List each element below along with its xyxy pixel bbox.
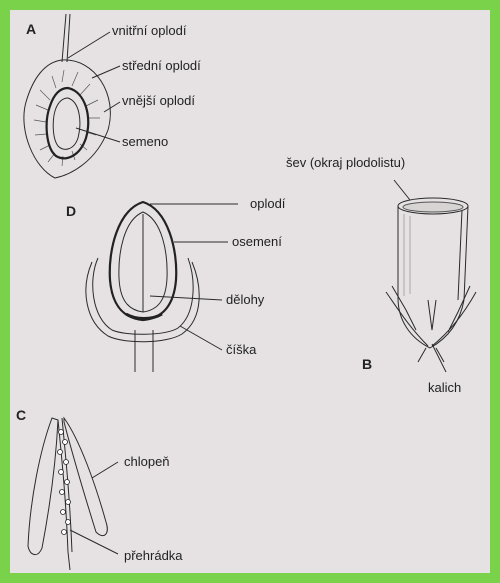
label-delohy: dělohy [226, 292, 265, 307]
leader-vnejsi [104, 102, 120, 112]
siliqua-diagram [28, 418, 118, 570]
nut-stalk [135, 330, 153, 372]
exocarp-outline [24, 60, 110, 178]
panel-letter-d: D [66, 203, 76, 219]
label-vnejsi-oplodi: vnější oplodí [122, 93, 195, 108]
drupe-stalk [62, 14, 70, 62]
panel-letter-a: A [26, 21, 36, 37]
label-kalich: kalich [428, 380, 461, 395]
leader-ciska [180, 326, 222, 350]
capsule-diagram [386, 180, 476, 372]
sepal-left [386, 286, 428, 346]
panel-letter-c: C [16, 407, 26, 423]
leader-kalich [432, 344, 446, 372]
panel-letter-b: B [362, 356, 372, 372]
label-prehradka: přehrádka [124, 548, 183, 563]
nut-section-diagram [86, 202, 238, 372]
capsule-body [398, 206, 468, 348]
capsule-opening [403, 202, 463, 212]
label-ciska: číška [226, 342, 257, 357]
botanical-figure: A vnitřní oplodí střední oplodí vnější o… [10, 10, 490, 573]
label-semeno: semeno [122, 134, 168, 149]
leader-prehradka [70, 530, 118, 554]
figure-frame: A vnitřní oplodí střední oplodí vnější o… [10, 10, 490, 573]
suture-line [458, 210, 462, 300]
mesocarp-hatching [34, 70, 100, 166]
leader-delohy [150, 296, 222, 300]
label-osemeni: osemení [232, 234, 282, 249]
label-vnitrni-oplodi: vnitřní oplodí [112, 23, 187, 38]
leader-stredni [92, 66, 120, 78]
leader-semeno [76, 128, 120, 142]
sepal-middle [428, 300, 436, 330]
drupe-section-diagram [24, 14, 120, 178]
label-chlopen: chlopeň [124, 454, 170, 469]
label-stredni-oplodi: střední oplodí [122, 58, 201, 73]
seed-shape [53, 98, 80, 149]
capsule-shading [404, 214, 410, 296]
nut-base [126, 314, 162, 319]
leader-vnitrni [68, 32, 110, 58]
label-oplodi: oplodí [250, 196, 286, 211]
valve-left [28, 418, 58, 555]
siliqua-stalk [68, 552, 70, 570]
sepal-right [432, 286, 476, 346]
label-sev: šev (okraj plodolistu) [286, 155, 405, 170]
leader-sev [394, 180, 410, 200]
leader-chlopen [92, 462, 118, 478]
